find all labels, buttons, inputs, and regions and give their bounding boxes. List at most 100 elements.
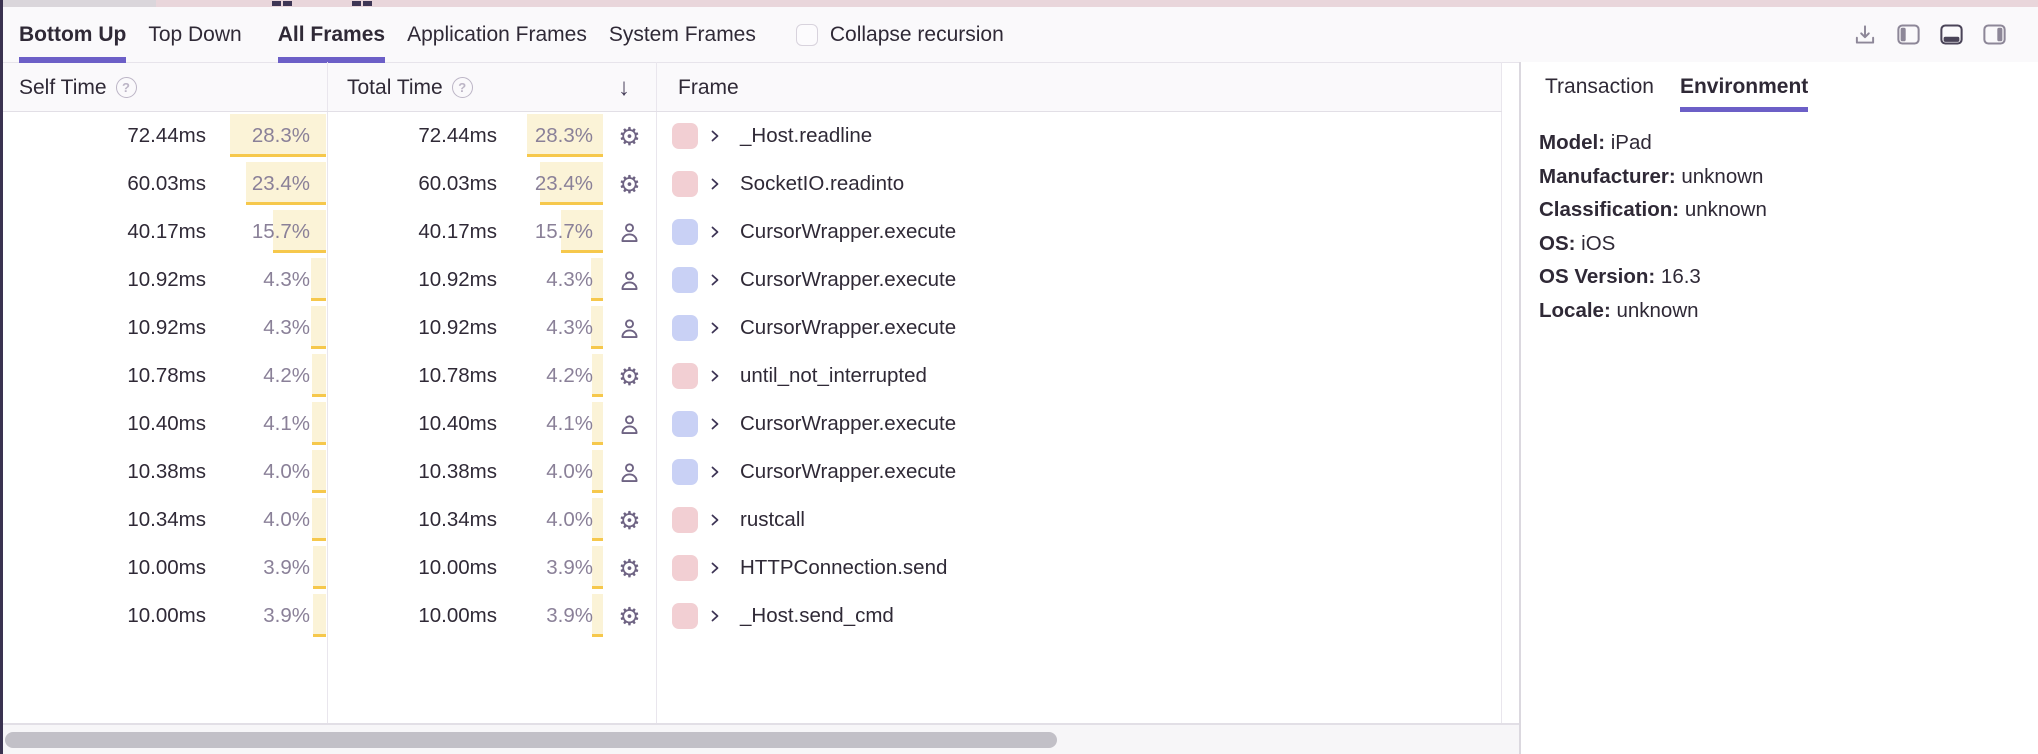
frame-name: _Host.send_cmd (740, 604, 894, 627)
total-time-value: 10.00ms (418, 604, 497, 627)
self-time-value: 10.92ms (127, 268, 206, 291)
self-time-percent: 3.9% (263, 604, 310, 627)
table-row[interactable]: 10.38ms 4.0% 10.38ms 4.0% ⚙ (0, 448, 1502, 496)
total-time-cell: 40.17ms 15.7% ⚙ (328, 208, 657, 256)
total-pct-bar (591, 354, 603, 397)
tab-system-frames[interactable]: System Frames (608, 22, 756, 46)
table-row[interactable]: 10.78ms 4.2% 10.78ms 4.2% ⚙ (0, 352, 1502, 400)
minimap-frame-mark (272, 1, 281, 6)
expand-chevron-icon[interactable] (707, 112, 723, 160)
expand-chevron-icon[interactable] (707, 400, 723, 448)
expand-chevron-icon[interactable] (707, 304, 723, 352)
field-label: Locale: (1539, 298, 1611, 322)
minimap-frame-mark (283, 1, 292, 6)
frame-name: SocketIO.readinto (740, 172, 905, 195)
flamegraph-minimap-strip[interactable] (0, 0, 2038, 7)
self-time-value: 10.00ms (127, 604, 206, 627)
total-time-cell: 10.78ms 4.2% ⚙ (328, 352, 657, 400)
total-time-cell: 10.92ms 4.3% ⚙ (328, 304, 657, 352)
total-time-percent: 15.7% (534, 220, 593, 243)
total-time-value: 10.38ms (418, 460, 497, 483)
self-time-value: 60.03ms (127, 172, 206, 195)
table-row[interactable]: 10.40ms 4.1% 10.40ms 4.1% ⚙ (0, 400, 1502, 448)
frame-cell: CursorWrapper.execute (657, 208, 1502, 256)
self-time-value: 10.78ms (127, 364, 206, 387)
table-row[interactable]: 10.92ms 4.3% 10.92ms 4.3% ⚙ (0, 256, 1502, 304)
self-pct-bar (246, 162, 326, 205)
self-time-percent: 4.1% (263, 412, 310, 435)
help-icon[interactable]: ? (115, 77, 137, 98)
expand-chevron-icon[interactable] (707, 256, 723, 304)
total-time-cell: 10.00ms 3.9% ⚙ (328, 592, 657, 640)
expand-chevron-icon[interactable] (707, 496, 723, 544)
frame-category-swatch (672, 219, 698, 245)
layout-bottom-panel-icon[interactable] (1937, 21, 1965, 49)
expand-chevron-icon[interactable] (707, 592, 723, 640)
collapse-recursion-control[interactable]: Collapse recursion (795, 22, 1004, 47)
gear-icon: ⚙ (618, 121, 641, 151)
layout-right-panel-icon[interactable] (1980, 21, 2008, 49)
table-row[interactable]: 72.44ms 28.3% 72.44ms 28.3% ⚙ (0, 112, 1502, 160)
frame-cell: until_not_interrupted (657, 352, 1502, 400)
column-header-total-time[interactable]: Total Time ? (347, 63, 473, 112)
horizontal-scrollbar-track[interactable] (0, 724, 1521, 754)
self-time-cell: 40.17ms 15.7% (0, 208, 328, 256)
self-pct-bar (312, 594, 326, 637)
table-row[interactable]: 10.92ms 4.3% 10.92ms 4.3% ⚙ (0, 304, 1502, 352)
column-header-self-time[interactable]: Self Time ? (19, 63, 137, 112)
self-pct-bar (272, 210, 326, 253)
self-time-cell: 10.92ms 4.3% (0, 256, 328, 304)
self-time-percent: 4.3% (263, 316, 310, 339)
frame-name: until_not_interrupted (740, 364, 927, 387)
frame-cell: CursorWrapper.execute (657, 448, 1502, 496)
expand-chevron-icon[interactable] (707, 352, 723, 400)
table-row[interactable]: 60.03ms 23.4% 60.03ms 23.4% ⚙ (0, 160, 1502, 208)
tab-application-frames[interactable]: Application Frames (407, 22, 587, 46)
total-time-percent: 4.3% (546, 316, 593, 339)
table-row[interactable]: 40.17ms 15.7% 40.17ms 15.7% ⚙ (0, 208, 1502, 256)
expand-chevron-icon[interactable] (707, 448, 723, 496)
table-row[interactable]: 10.00ms 3.9% 10.00ms 3.9% ⚙ (0, 592, 1502, 640)
gear-icon: ⚙ (618, 169, 641, 199)
horizontal-scrollbar-thumb[interactable] (5, 732, 1057, 748)
self-time-value: 10.92ms (127, 316, 206, 339)
layout-left-panel-icon[interactable] (1894, 21, 1922, 49)
collapse-recursion-label: Collapse recursion (829, 22, 1004, 46)
self-pct-bar (312, 402, 326, 445)
help-icon[interactable]: ? (451, 77, 473, 98)
frame-cell: CursorWrapper.execute (657, 256, 1502, 304)
sort-descending-icon[interactable]: ↓ (618, 73, 630, 101)
total-time-cell: 10.92ms 4.3% ⚙ (328, 256, 657, 304)
tab-all-frames[interactable]: All Frames (277, 7, 386, 63)
user-icon (616, 208, 643, 256)
column-header-frame[interactable]: Frame (678, 63, 739, 112)
panel-splitter[interactable] (1519, 62, 1521, 754)
total-pct-bar (591, 258, 603, 301)
self-time-percent: 28.3% (251, 124, 310, 147)
expand-chevron-icon[interactable] (707, 544, 723, 592)
table-row[interactable]: 10.00ms 3.9% 10.00ms 3.9% ⚙ (0, 544, 1502, 592)
field-label: Manufacturer: (1539, 164, 1676, 188)
total-time-value: 10.78ms (418, 364, 497, 387)
total-time-value: 10.92ms (418, 268, 497, 291)
total-time-value: 10.34ms (418, 508, 497, 531)
frame-cell: _Host.readline (657, 112, 1502, 160)
collapse-recursion-checkbox[interactable] (795, 23, 818, 46)
total-time-percent: 4.1% (546, 412, 593, 435)
window-left-edge (0, 0, 3, 754)
frame-cell: HTTPConnection.send (657, 544, 1502, 592)
tab-environment[interactable]: Environment (1679, 62, 1809, 112)
tab-top-down[interactable]: Top Down (148, 22, 242, 46)
expand-chevron-icon[interactable] (707, 160, 723, 208)
self-pct-bar (311, 258, 326, 301)
tab-transaction[interactable]: Transaction (1545, 75, 1654, 98)
self-time-cell: 10.40ms 4.1% (0, 400, 328, 448)
download-icon[interactable] (1851, 21, 1879, 49)
total-pct-bar (591, 306, 603, 349)
table-row[interactable]: 10.34ms 4.0% 10.34ms 4.0% ⚙ (0, 496, 1502, 544)
frame-category-swatch (672, 411, 698, 437)
field-label: Model: (1539, 131, 1606, 154)
environment-field: OS: iOS (1539, 231, 1616, 255)
tab-bottom-up[interactable]: Bottom Up (19, 7, 127, 63)
expand-chevron-icon[interactable] (707, 208, 723, 256)
